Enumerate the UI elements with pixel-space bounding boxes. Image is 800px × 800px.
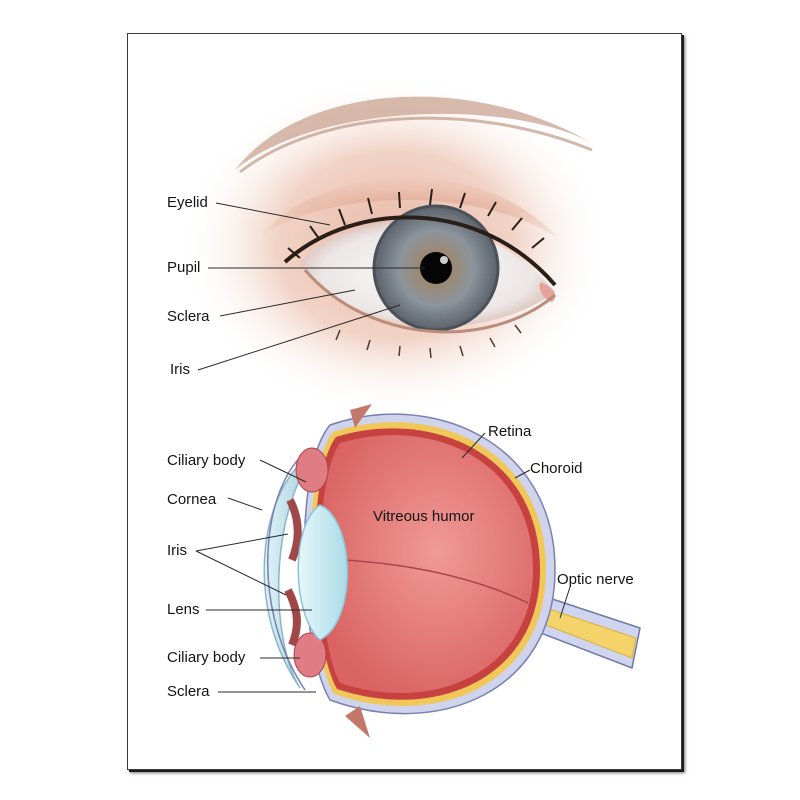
external-eye bbox=[180, 75, 610, 415]
lower-eyelid bbox=[303, 269, 556, 334]
label-ciliary-body-top: Ciliary body bbox=[167, 452, 246, 469]
eyebrow bbox=[235, 96, 595, 170]
label-lens: Lens bbox=[167, 601, 200, 618]
upper-eyelid-fold bbox=[262, 177, 560, 240]
label-retina: Retina bbox=[488, 423, 532, 440]
vitreous-humor bbox=[320, 435, 533, 694]
upper-lashes bbox=[283, 215, 557, 287]
label-pupil: Pupil bbox=[167, 259, 201, 276]
cross-section bbox=[263, 404, 641, 738]
label-iris-cross: Iris bbox=[167, 542, 187, 559]
label-eyelid: Eyelid bbox=[167, 194, 208, 211]
label-vitreous-humor: Vitreous humor bbox=[373, 508, 475, 525]
label-sclera-external: Sclera bbox=[167, 308, 210, 325]
label-ciliary-body-bottom: Ciliary body bbox=[167, 649, 246, 666]
iris-lower bbox=[284, 588, 301, 647]
lens bbox=[297, 504, 349, 641]
label-optic-nerve: Optic nerve bbox=[557, 571, 634, 588]
ciliary-body-lower bbox=[293, 632, 327, 678]
label-iris-external: Iris bbox=[170, 361, 190, 378]
iris-upper bbox=[286, 498, 302, 562]
leader-lines bbox=[195, 202, 571, 693]
label-cornea: Cornea bbox=[167, 491, 217, 508]
label-sclera-cross: Sclera bbox=[167, 683, 210, 700]
label-choroid: Choroid bbox=[530, 460, 583, 477]
ciliary-body-upper bbox=[295, 447, 329, 493]
